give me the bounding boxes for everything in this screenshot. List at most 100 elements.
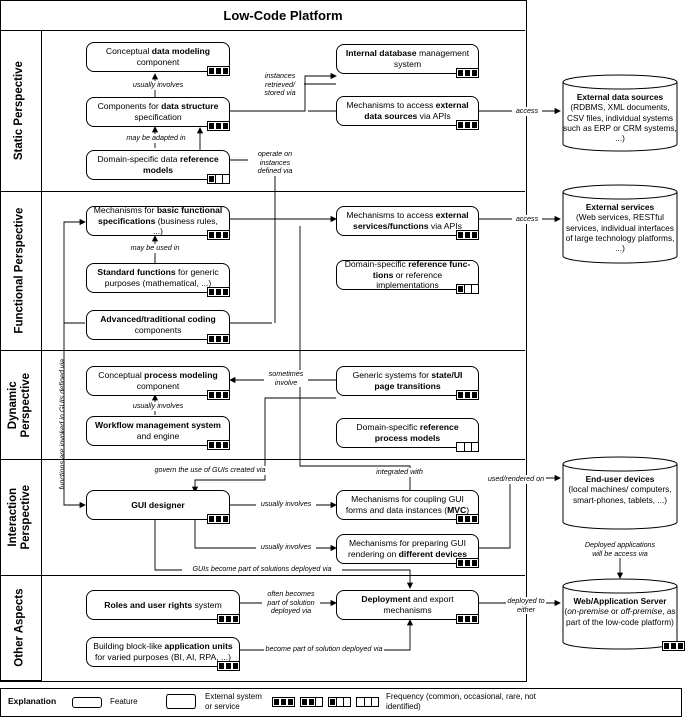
frequency-indicator [456,614,479,624]
frequency-cell-filled [464,121,471,129]
frequency-indicator [217,614,240,624]
feature-reference-process-models[interactable]: Domain-specific reference process models [336,418,479,452]
feature-conceptual-data-modeling[interactable]: Conceptual data modeling component [86,42,230,76]
frequency-cell-filled [215,288,222,296]
frequency-cell-empty [457,443,464,451]
page-title: Low-Code Platform [223,7,343,23]
frequency-cell-filled [222,231,229,239]
frequency-cell-empty [215,175,222,183]
frequency-indicator [207,121,230,131]
feature-label: Domain-specific reference process models [356,422,459,443]
legend-frequency-not-identified [356,697,379,707]
frequency-cell-filled [232,662,239,670]
row-divider-2 [0,350,525,351]
frequency-cell-filled [471,615,478,623]
feature-different-devices[interactable]: Mechanisms for preparing GUI rendering o… [336,534,479,568]
end-user-devices[interactable]: End-user devices(local machines/ compute… [562,456,678,530]
label-guis-become-part: GUIs become part of solutions deployed v… [182,564,342,574]
feature-basic-functional[interactable]: Mechanisms for basic functional specific… [86,205,230,240]
frequency-cell-filled [215,441,222,449]
label-deployed-to-either: deployed to either [506,596,546,615]
perspective-column [0,30,42,681]
frequency-cell-filled [464,559,471,567]
perspective-other: Other Aspects [13,588,26,668]
frequency-cell-filled [208,441,215,449]
feature-reference-functions[interactable]: Domain-specific reference func-tions or … [336,259,479,294]
frequency-cell-filled [222,335,229,343]
feature-gui-designer[interactable]: GUI designer [86,490,230,524]
frequency-indicator [456,390,479,400]
frequency-cell-filled [280,698,287,706]
frequency-cell-filled [215,515,222,523]
frequency-cell-filled [464,615,471,623]
feature-external-data-access[interactable]: Mechanisms to access external data sourc… [336,96,479,130]
frequency-indicator [207,66,230,76]
frequency-cell-empty [315,698,322,706]
label-instances-retrieved: instances retrieved/ stored via [256,71,304,98]
feature-label: Internal database management system [345,48,470,69]
feature-process-modeling[interactable]: Conceptual process modeling component [86,366,230,400]
label-may-be-used-in: may be used in [125,243,185,253]
legend-title: Explanation [8,696,57,706]
frequency-cell-filled [471,515,478,523]
label-become-part: become part of solution deployed via [264,644,384,654]
frequency-indicator [456,284,479,294]
frequency-indicator [217,661,240,671]
feature-label: Domain-specific data reference models [97,154,219,175]
feature-state-ui-transitions[interactable]: Generic systems for state/UI page transi… [336,366,479,400]
feature-deployment[interactable]: Deployment and export mechanisms [336,590,479,624]
feature-label: Generic systems for state/UI page transi… [352,370,463,391]
feature-label: GUI designer [131,499,185,510]
frequency-indicator [456,558,479,568]
label-operate-on-instances: operate on instances defined via [248,149,302,176]
frequency-cell-filled [215,67,222,75]
legend-frequency-occasional [300,697,323,707]
frequency-cell-filled [208,231,215,239]
feature-label: Standard functions for generic purposes … [97,267,219,288]
frequency-cell-filled [273,698,280,706]
feature-label: Deployment and export mechanisms [361,594,454,615]
label-used-rendered-on: used/rendered on [486,474,546,484]
frequency-cell-filled [471,121,478,129]
feature-external-services-access[interactable]: Mechanisms to access external services/f… [336,206,479,240]
frequency-cell-filled [208,515,215,523]
feature-label: Mechanisms to access external data sourc… [346,100,469,121]
feature-label: Mechanisms for preparing GUI rendering o… [348,538,467,559]
frequency-cell-filled [215,335,222,343]
feature-standard-functions[interactable]: Standard functions for generic purposes … [86,263,230,297]
feature-internal-database[interactable]: Internal database management system [336,44,479,78]
frequency-cell-filled [222,515,229,523]
frequency-cell-filled [457,231,464,239]
frequency-cell-filled [215,391,222,399]
label-usually-involves-2: usually involves [128,401,188,411]
frequency-cell-filled [464,69,471,77]
feature-data-structure[interactable]: Components for data structure specificat… [86,97,230,131]
legend-frequency-label: Frequency (common, occasional, rare, not… [386,692,536,711]
frequency-cell-filled [222,288,229,296]
frequency-cell-empty [464,443,471,451]
feature-label: Roles and user rights system [104,599,222,610]
feature-advanced-coding[interactable]: Advanced/traditional coding components [86,310,230,344]
frequency-cell-filled [670,642,677,650]
frequency-cell-empty [471,443,478,451]
feature-mvc[interactable]: Mechanisms for coupling GUI forms and da… [336,490,479,524]
frequency-cell-filled [457,391,464,399]
feature-roles-rights[interactable]: Roles and user rights system [86,590,240,624]
feature-workflow-management[interactable]: Workflow management system and engine [86,416,230,450]
feature-application-units[interactable]: Building block-like application units fo… [86,637,240,671]
frequency-cell-filled [464,515,471,523]
frequency-cell-filled [457,515,464,523]
frequency-indicator [207,230,230,240]
feature-data-reference-models[interactable]: Domain-specific data reference models [86,150,230,184]
frequency-cell-empty [336,698,343,706]
external-services[interactable]: External services(Web services, RESTful … [562,184,678,264]
frequency-cell-empty [371,698,378,706]
web-application-server[interactable]: Web/Application Server(on-premise or off… [562,578,678,650]
external-data-sources[interactable]: External data sources(RDBMS, XML documen… [562,74,678,152]
frequency-cell-filled [232,615,239,623]
feature-label: Building block-like application units fo… [93,641,233,662]
frequency-cell-filled [464,231,471,239]
label-integrated-with: integrated with [372,467,427,477]
frequency-cell-filled [208,175,215,183]
frequency-cell-filled [215,231,222,239]
